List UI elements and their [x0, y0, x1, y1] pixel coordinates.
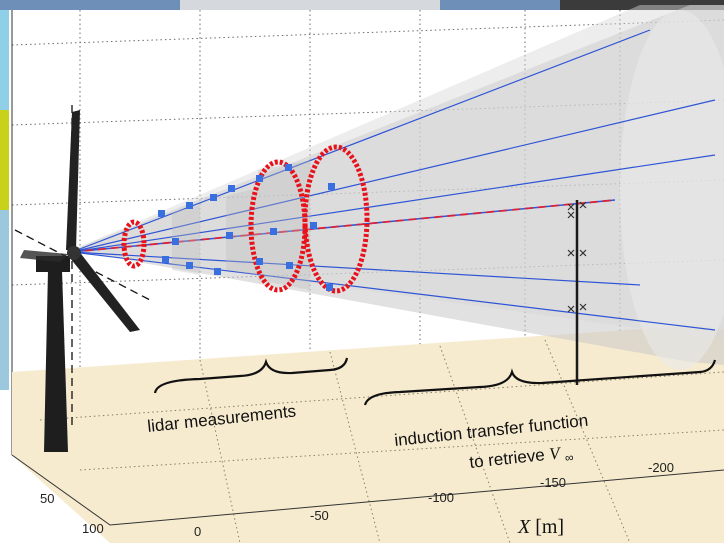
- turbine-blade-top: [66, 110, 80, 250]
- y-tick-label: 50: [40, 491, 54, 506]
- lidar-point: [270, 228, 277, 235]
- lidar-point: [214, 268, 221, 275]
- x-tick-label: -150: [540, 475, 566, 490]
- x-axis-label: X [m]: [517, 516, 564, 538]
- retrieve-symbol-subscript: ∞: [564, 450, 574, 465]
- lidar-point: [172, 238, 179, 245]
- lidar-point: [310, 222, 317, 229]
- lidar-point: [162, 256, 169, 263]
- lidar-cone: [72, 5, 724, 370]
- lidar-point: [328, 183, 335, 190]
- lidar-point: [286, 262, 293, 269]
- lidar-brace: [153, 357, 349, 394]
- x-axis-ticks: 0 -50 -100 -150 -200: [194, 460, 674, 539]
- lidar-point: [210, 194, 217, 201]
- measurement-rings: [121, 144, 370, 294]
- lidar-point: [256, 175, 263, 182]
- lidar-point: [228, 185, 235, 192]
- annotation-braces: [153, 357, 717, 406]
- lidar-point: [226, 232, 233, 239]
- retrieve-symbol-base: V: [548, 443, 563, 463]
- ring-1: [121, 219, 147, 269]
- lidar-points: [158, 164, 335, 291]
- slide-left-strip: [0, 10, 9, 390]
- x-tick-label: -200: [648, 460, 674, 475]
- measurement-planes: [172, 160, 310, 290]
- lidar-point: [256, 258, 263, 265]
- turbine-hub: [67, 246, 81, 260]
- wind-turbine: [14, 105, 151, 452]
- x-tick-label: 0: [194, 524, 201, 539]
- lidar-point: [186, 202, 193, 209]
- x-tick-label: -50: [310, 508, 329, 523]
- ring-3: [302, 144, 370, 294]
- lidar-point: [326, 284, 333, 291]
- x-tick-label: -100: [428, 490, 454, 505]
- x-axis-unit: [m]: [535, 516, 564, 538]
- rotor-axis-line: [71, 199, 616, 253]
- turbine-blade-left: [20, 250, 68, 262]
- turbine-blade-right: [70, 250, 140, 332]
- lidar-point: [158, 210, 165, 217]
- lidar-point: [285, 164, 292, 171]
- lidar-point: [186, 262, 193, 269]
- induction-brace: [363, 359, 717, 406]
- y-axis-ticks: 50 100: [40, 491, 104, 536]
- y-tick-label: 100: [82, 521, 104, 536]
- retrieval-mast: [567, 200, 587, 385]
- x-axis-variable: X: [517, 516, 531, 538]
- turbine-tower: [44, 270, 68, 452]
